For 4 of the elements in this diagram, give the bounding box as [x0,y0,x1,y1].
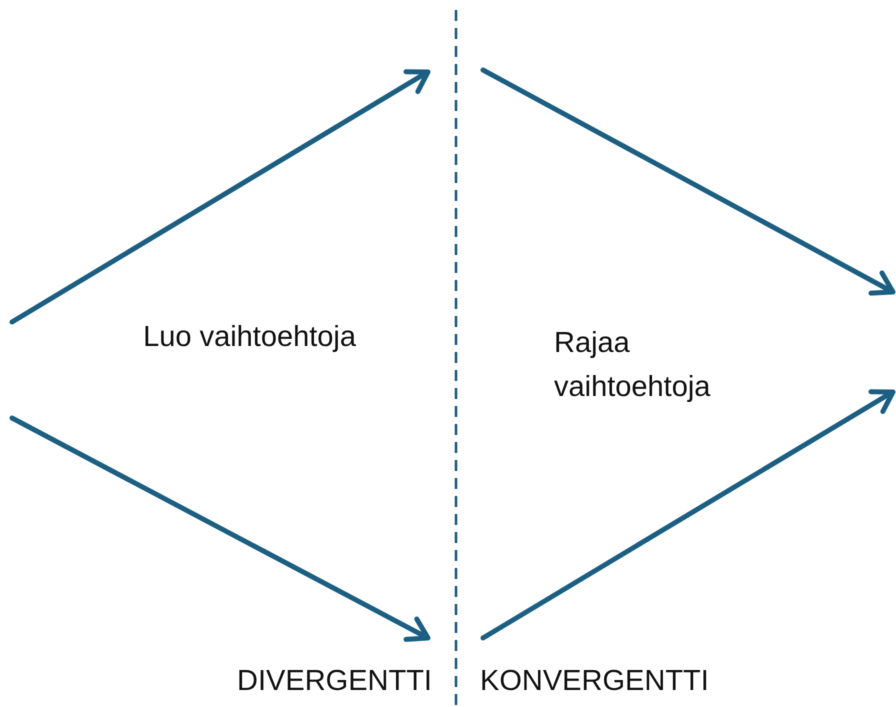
text-label: Rajaa vaihtoehtoja [554,326,712,404]
text-label: Luo vaihtoehtoja [142,320,356,355]
text-label: KONVERGENTTI [480,664,710,699]
text-label: DIVERGENTTI [236,664,432,699]
